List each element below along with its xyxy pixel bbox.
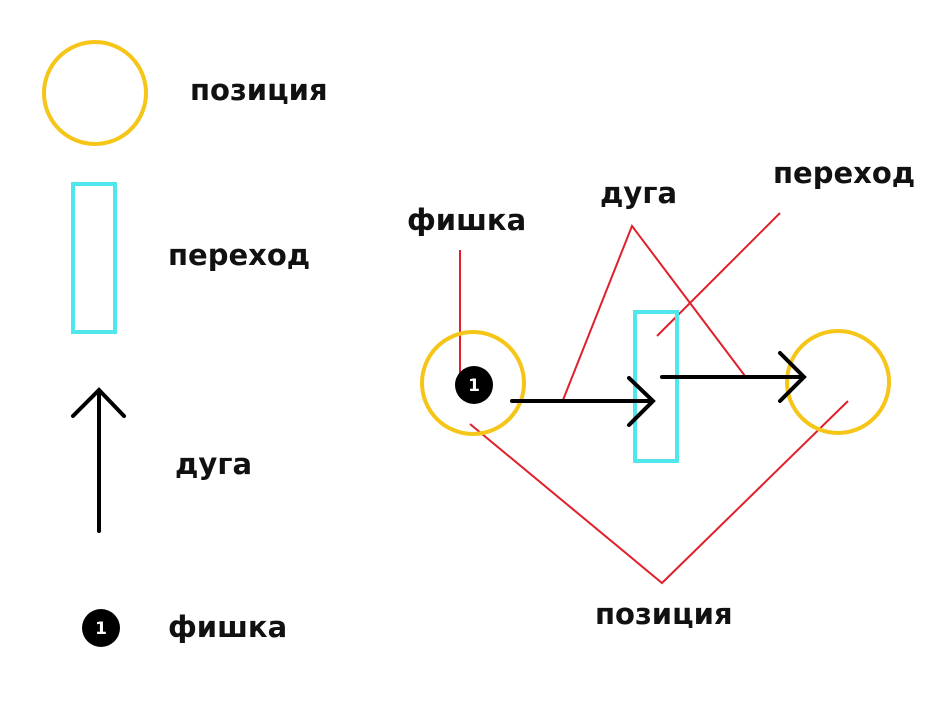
label-place: позиция (595, 597, 733, 631)
label-token: фишка (407, 203, 526, 237)
legend-arc-label: дуга (175, 447, 252, 481)
legend-token-number: 1 (95, 619, 107, 639)
label-transition: переход (773, 156, 915, 190)
pointer-place (469, 400, 849, 585)
arrow-up-icon (71, 387, 126, 533)
arc-transition-to-place (660, 351, 807, 403)
transition-box (633, 310, 679, 463)
legend-place: позиция (42, 40, 328, 146)
legend-transition-label: переход (168, 238, 310, 272)
pointer-arc (562, 223, 746, 401)
legend-token-icon (82, 609, 120, 647)
arc-place-to-transition (510, 376, 656, 427)
label-arc: дуга (600, 176, 677, 210)
legend-place-label: позиция (190, 73, 328, 107)
legend-transition: переход (71, 182, 310, 334)
legend-place-icon (42, 40, 148, 146)
legend-token-label: фишка (168, 610, 287, 644)
token (455, 366, 493, 404)
legend-token: 1 фишка (82, 609, 287, 647)
example-net: 1 фишка дуга переход позиция (407, 156, 915, 631)
place-left (420, 330, 526, 436)
legend: позиция переход дуга 1 фишка (42, 40, 328, 647)
legend-transition-icon (71, 182, 117, 334)
place-right (785, 329, 891, 435)
token-number: 1 (468, 376, 480, 396)
legend-arc: дуга (71, 387, 252, 533)
